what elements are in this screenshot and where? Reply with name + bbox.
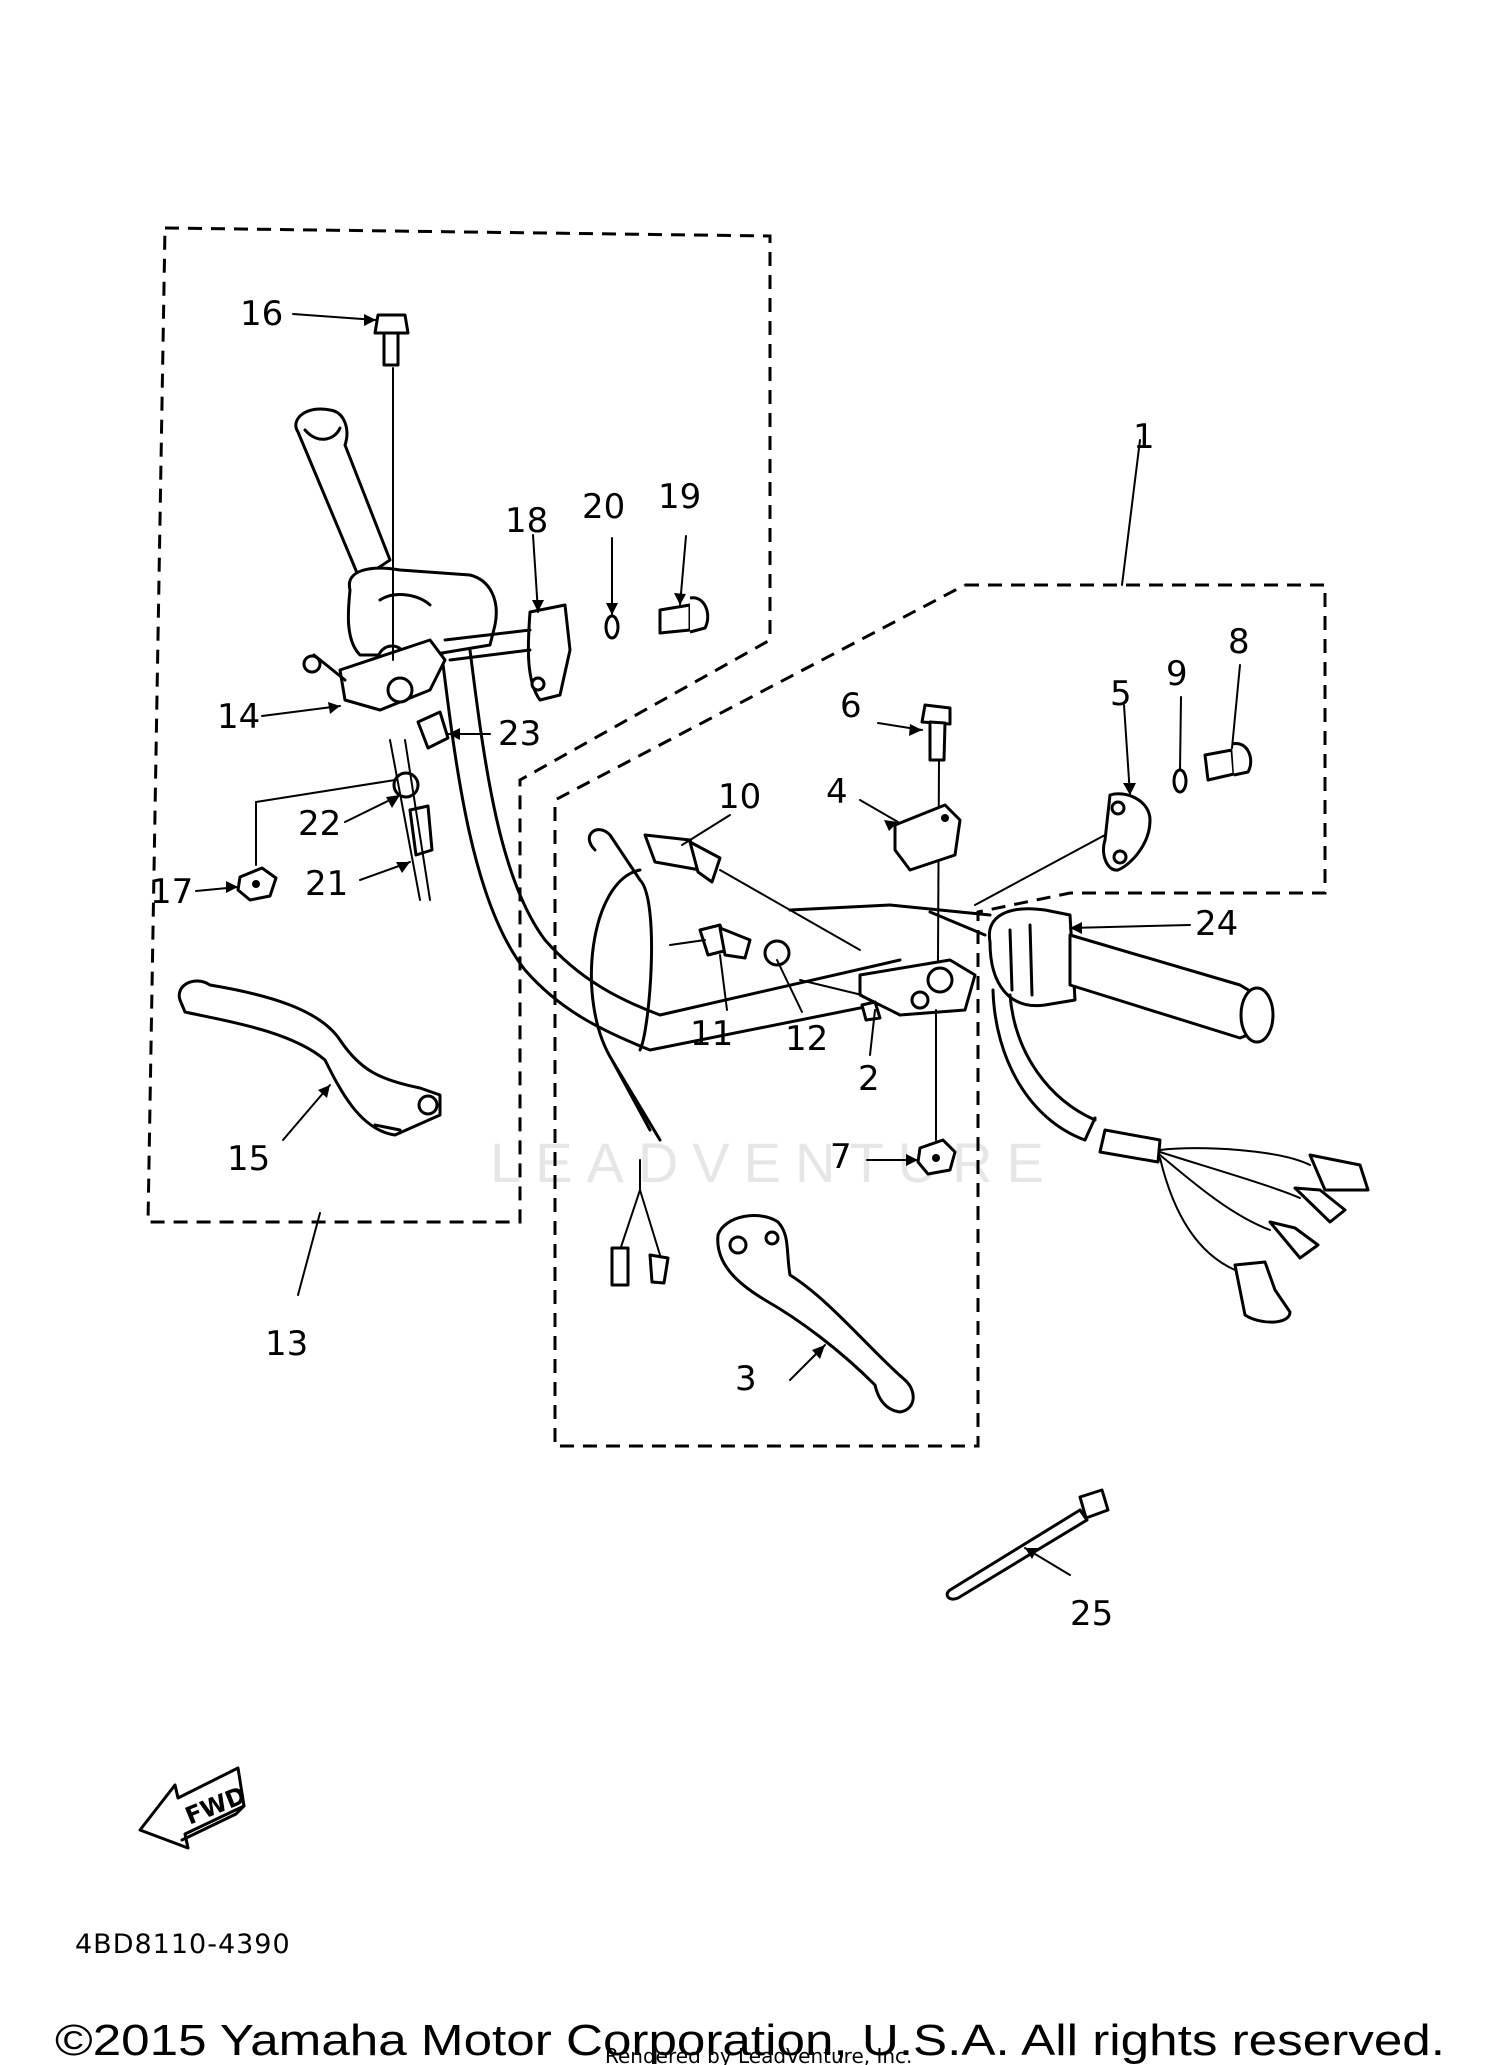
fwd-arrow-icon: FWD	[138, 1766, 250, 1850]
throttle-housing	[294, 407, 498, 676]
callout-17: 17	[150, 872, 193, 912]
callout-25: 25	[1070, 1594, 1113, 1634]
bracket-2	[799, 958, 977, 1022]
cable-guide-18	[443, 603, 572, 702]
left-wire-leads	[610, 1159, 670, 1287]
callout-6: 6	[840, 686, 862, 726]
callout-20: 20	[582, 487, 625, 527]
cable-tie-25	[945, 1488, 1110, 1601]
washer-20	[604, 614, 620, 640]
callout-18: 18	[505, 501, 548, 541]
callout-3: 3	[735, 1359, 757, 1399]
grip-24	[987, 907, 1275, 1044]
copyright: ©2015 Yamaha Motor Corporation, U.S.A. A…	[55, 2016, 1445, 2065]
callout-21: 21	[305, 864, 348, 904]
left-assembly-boundary	[146, 226, 772, 1224]
bolt-16	[373, 313, 410, 661]
callout-16: 16	[240, 294, 283, 334]
washer-9	[1172, 768, 1188, 794]
screw-8	[1203, 742, 1253, 782]
lever-15	[177, 979, 442, 1137]
switch-11	[669, 923, 752, 960]
callout-10: 10	[718, 777, 761, 817]
callout-2: 2	[858, 1059, 880, 1099]
throttle-lever-14	[302, 638, 447, 712]
callout-22: 22	[298, 804, 341, 844]
callout-15: 15	[227, 1139, 270, 1179]
callout-14: 14	[217, 697, 260, 737]
callout-7: 7	[830, 1137, 852, 1177]
wire-harness	[991, 988, 1370, 1324]
arrowheads	[226, 314, 1136, 1559]
cable-adjuster-21-22	[389, 739, 434, 901]
callouts: 1 2 3 4 5 6 7 8 9 10 11 12 13 14 15 16 1…	[150, 294, 1250, 1634]
adjuster-23	[416, 710, 450, 750]
callout-1: 1	[1133, 417, 1155, 457]
callout-12: 12	[785, 1019, 828, 1059]
callout-4: 4	[826, 772, 848, 812]
rendered-by: Rendered by LeadVenture, Inc.	[605, 2044, 912, 2065]
callout-24: 24	[1195, 904, 1238, 944]
switch-4	[893, 803, 962, 872]
nut-7	[910, 990, 957, 1176]
watermark: LEADVENTURE	[490, 1131, 1058, 1194]
callout-9: 9	[1166, 654, 1188, 694]
callout-13: 13	[265, 1324, 308, 1364]
diagram-code: 4BD8110-4390	[75, 1929, 291, 1960]
callout-23: 23	[498, 714, 541, 754]
lever-3	[716, 1214, 915, 1414]
screw-19	[658, 596, 710, 635]
callout-19: 19	[658, 477, 701, 517]
clamp-5	[974, 792, 1152, 906]
callout-11: 11	[690, 1014, 733, 1054]
handlebar	[438, 638, 992, 1142]
nut-17	[236, 779, 396, 902]
callout-5: 5	[1110, 674, 1132, 714]
washer-12	[763, 939, 791, 967]
right-assembly-boundary	[553, 583, 1327, 1448]
switch-10	[643, 833, 861, 951]
callout-8: 8	[1228, 622, 1250, 662]
